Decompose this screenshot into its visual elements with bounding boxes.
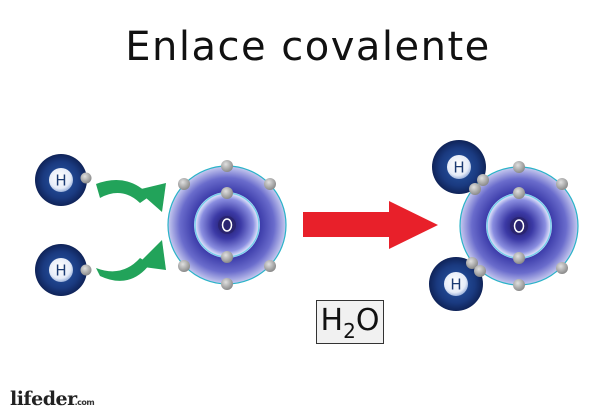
formula-subscript: 2 bbox=[343, 319, 356, 343]
approach-arrow-top bbox=[96, 180, 166, 212]
oxygen-atom-right bbox=[459, 161, 579, 291]
shared-electron bbox=[474, 265, 486, 277]
arrow-head-icon bbox=[389, 201, 438, 249]
hydrogen-symbol: H bbox=[450, 276, 461, 294]
electron bbox=[80, 172, 92, 184]
electron bbox=[221, 251, 233, 263]
hydrogen-atom-top-right: H bbox=[432, 140, 486, 194]
electron bbox=[221, 278, 233, 290]
electron bbox=[513, 252, 525, 264]
water-formula-box: H2O bbox=[316, 300, 384, 344]
electron bbox=[513, 279, 525, 291]
page-title: Enlace covalente bbox=[125, 24, 491, 70]
water-molecule: H H bbox=[429, 140, 579, 311]
logo-suffix: .com bbox=[74, 398, 95, 407]
arrow-head-icon bbox=[136, 240, 166, 270]
electron bbox=[513, 187, 525, 199]
formula-hydrogen: H bbox=[320, 303, 344, 338]
electron bbox=[221, 187, 233, 199]
hydrogen-atom-bottom-left: H bbox=[35, 244, 92, 296]
electron bbox=[178, 260, 190, 272]
oxygen-atom-left bbox=[167, 160, 287, 290]
hydrogen-symbol: H bbox=[453, 159, 464, 177]
reaction-arrow bbox=[303, 201, 438, 249]
shared-electron bbox=[469, 183, 481, 195]
arrow-head-icon bbox=[137, 183, 166, 212]
electron bbox=[556, 262, 568, 274]
hydrogen-symbol: H bbox=[55, 262, 66, 280]
electron bbox=[80, 264, 92, 276]
approach-arrow-bottom bbox=[96, 240, 166, 281]
shared-electron bbox=[466, 257, 478, 269]
electron bbox=[556, 178, 568, 190]
shared-electron bbox=[477, 174, 489, 186]
hydrogen-symbol: H bbox=[55, 172, 66, 190]
hydrogen-atom-top-left: H bbox=[35, 154, 92, 206]
logo-name: lifeder bbox=[10, 388, 77, 410]
lifeder-logo[interactable]: lifeder.com bbox=[10, 388, 95, 410]
electron bbox=[264, 178, 276, 190]
formula-oxygen: O bbox=[355, 303, 380, 338]
electron bbox=[178, 178, 190, 190]
hydrogen-atom-bottom-right: H bbox=[429, 257, 483, 311]
electron bbox=[513, 161, 525, 173]
electron bbox=[264, 260, 276, 272]
electron bbox=[221, 160, 233, 172]
